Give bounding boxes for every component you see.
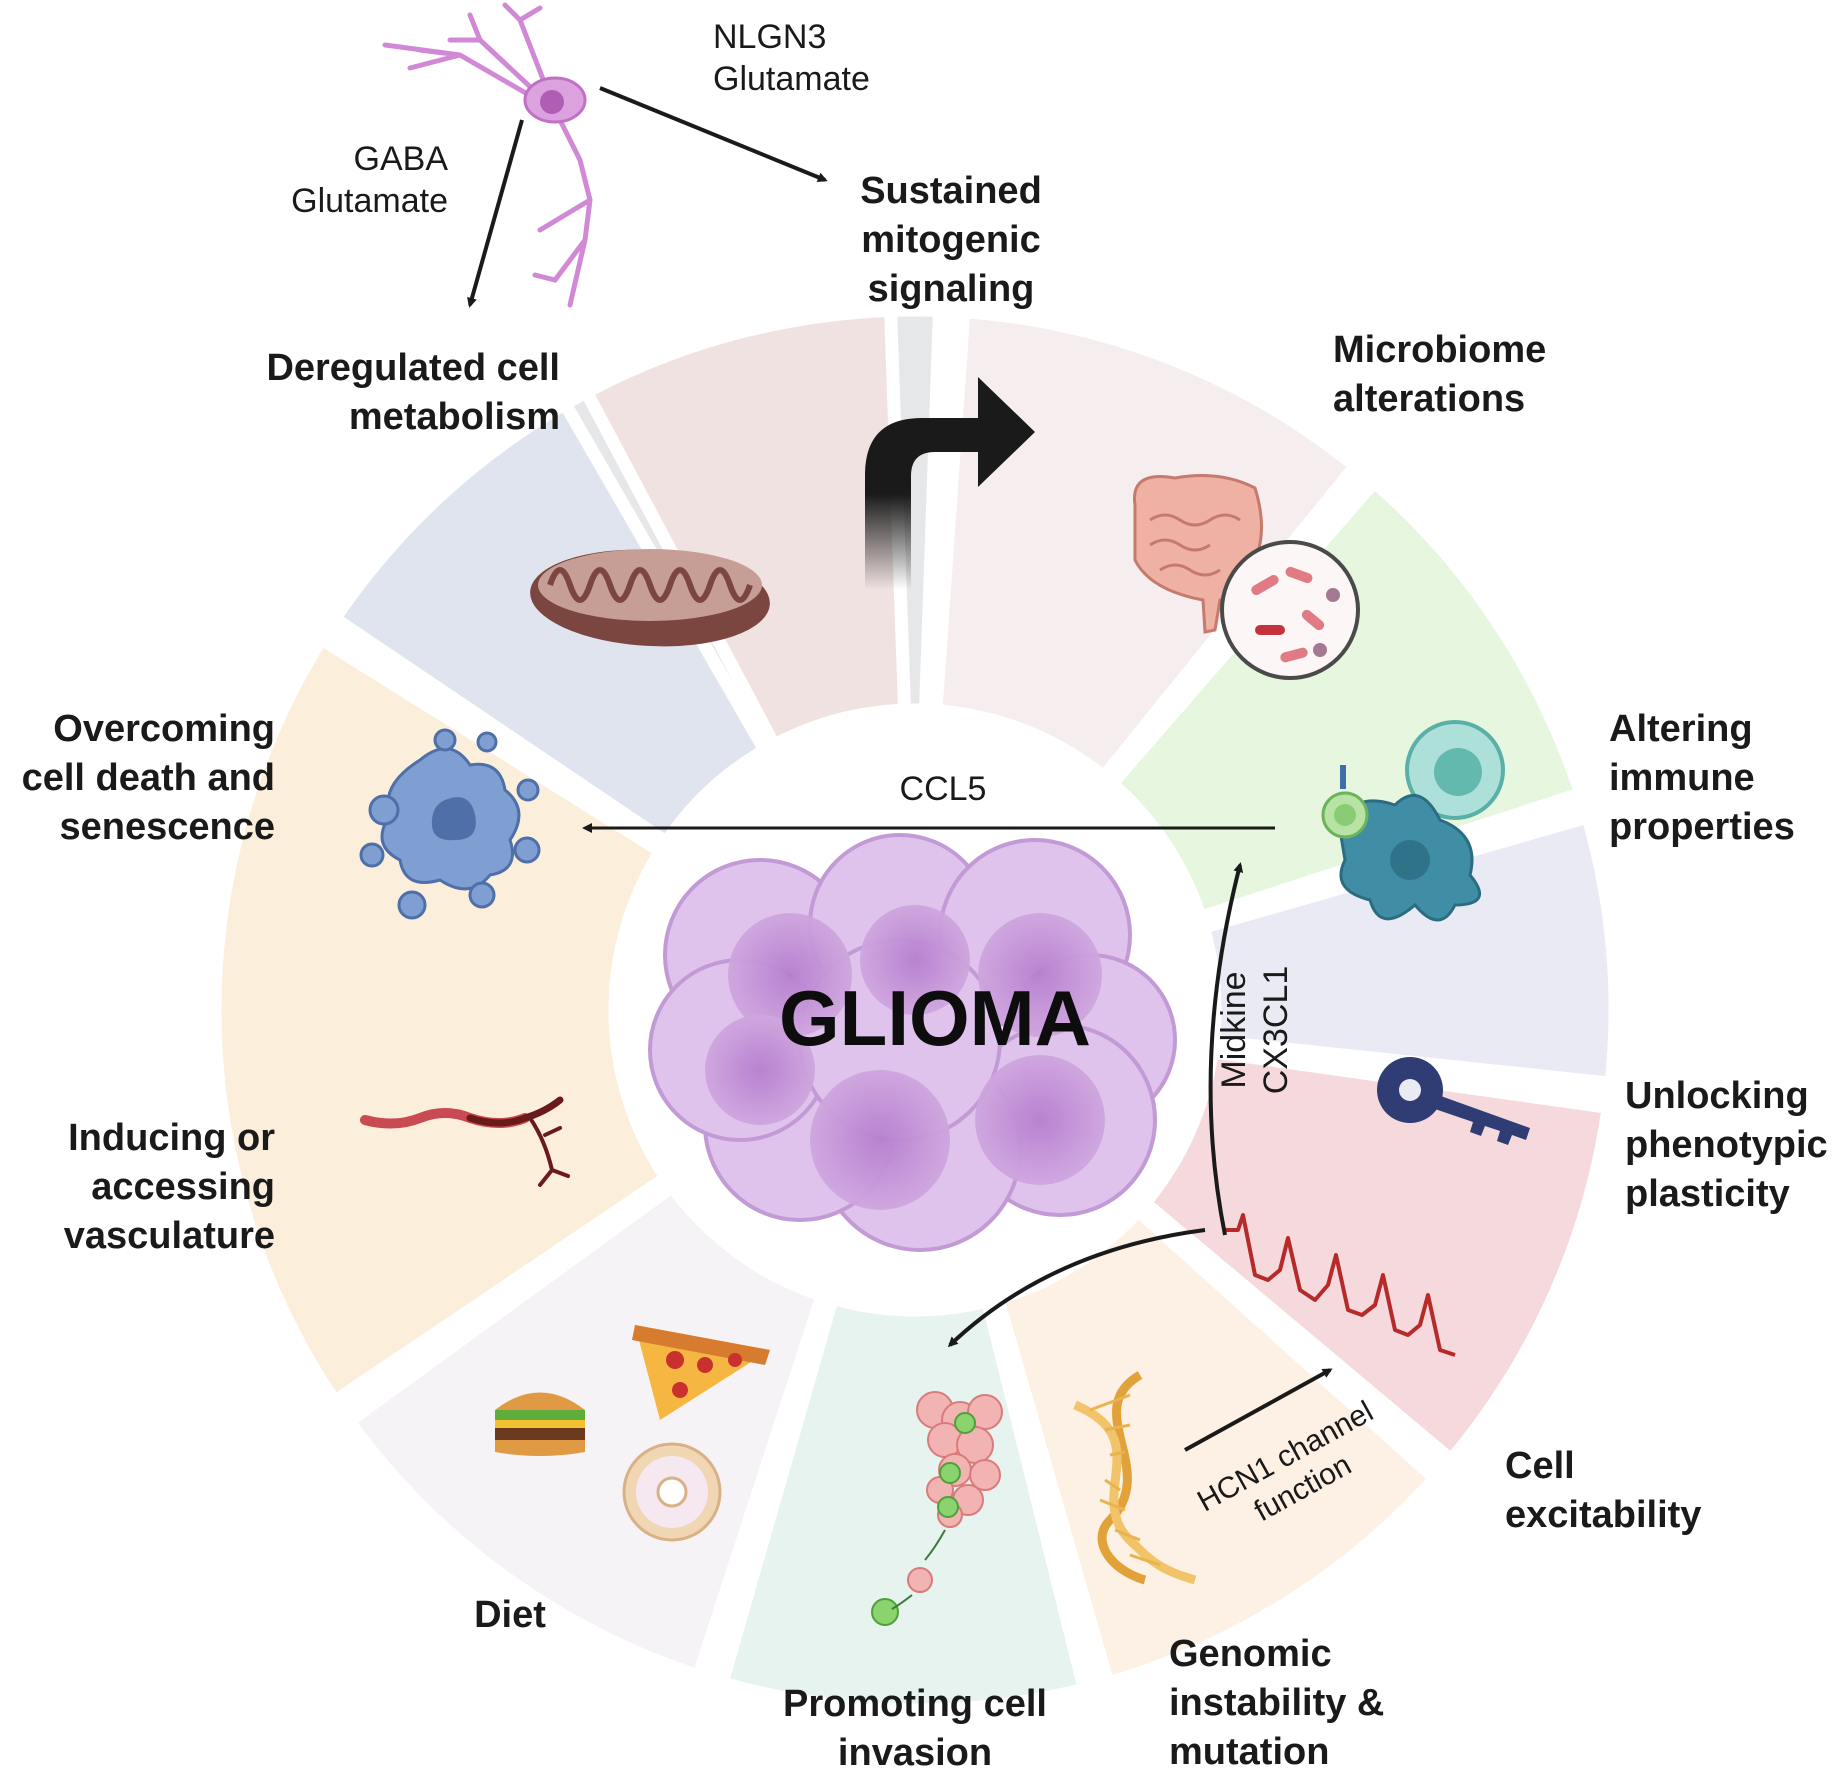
segment-label-cell-death: senescence [60,806,276,848]
signal-arrows [467,86,1333,1452]
segment-label-vasculature: vasculature [64,1215,275,1257]
glioma-cluster-icon [648,833,1177,1252]
segment-label-excitability: excitability [1505,1494,1701,1536]
segment-label-immune: immune [1609,757,1755,799]
arrow-neuron-to-metabolism [467,119,524,308]
signal-label-nlgn3: NLGN3 [713,18,826,56]
signal-label-gaba: GABA [354,140,449,178]
segment-label-vasculature: accessing [91,1166,275,1208]
segment-label-cell-death: Overcoming [53,708,275,750]
segment-label-mitogenic: mitogenic [861,219,1040,261]
segment-label-cell-death: cell death and [22,757,275,799]
arrow-excitability-to-immune [1208,862,1244,1236]
segments-ring [208,303,1622,1717]
segment-label-invasion: invasion [838,1732,992,1770]
mitochondrion-icon [530,549,770,647]
neuron-icon [382,2,593,308]
key-icon [1377,1057,1530,1145]
blood-vessel-icon [360,1096,570,1187]
arrow-excitability-to-invasion [947,1228,1206,1348]
immune-cells-icon [1321,720,1505,922]
segment-label-mitogenic: Sustained [860,170,1042,212]
segment-label-vasculature: Inducing or [68,1117,275,1159]
center-title: GLIOMA [779,974,1091,1062]
segment-label-plasticity: plasticity [1625,1173,1790,1215]
segment-label-genomic: instability & [1169,1682,1384,1724]
segment-label-microbiome: alterations [1333,378,1525,420]
signal-label-glutamate-2: Glutamate [713,60,870,98]
segment-label-plasticity: phenotypic [1625,1124,1828,1166]
segment-label-metabolism: metabolism [349,396,560,438]
apoptotic-cell-icon [359,728,541,920]
signal-label-glutamate-1: Glutamate [291,182,448,220]
voltage-trace-icon [1225,1213,1456,1357]
segment-label-microbiome: Microbiome [1333,329,1546,371]
segment-label-plasticity: Unlocking [1625,1075,1809,1117]
segment-label-invasion: Promoting cell [783,1683,1047,1725]
arrow-neuron-to-mitogenic [599,86,828,182]
turn-arrow-icon [865,377,1035,590]
segment-label-genomic: Genomic [1169,1633,1332,1675]
segment-label-genomic: mutation [1169,1731,1329,1770]
food-icon [495,1325,770,1542]
segment-label-metabolism: Deregulated cell [266,347,560,389]
segment-label-immune: properties [1609,806,1795,848]
signal-label-ccl5: CCL5 [900,770,987,808]
signal-label-midkine: Midkine [1215,971,1253,1088]
segment-label-diet: Diet [474,1594,546,1636]
invading-cells-icon [871,1391,1003,1626]
dna-icon [1073,1371,1197,1585]
segment-label-mitogenic: signaling [868,268,1035,310]
intestine-bacteria-icon [1133,474,1360,680]
signal-label-cx3cl1: CX3CL1 [1257,966,1295,1095]
segment-label-immune: Altering [1609,708,1753,750]
segment-label-excitability: Cell [1505,1445,1575,1487]
arrow-genomic-to-excitability [1184,1368,1333,1452]
